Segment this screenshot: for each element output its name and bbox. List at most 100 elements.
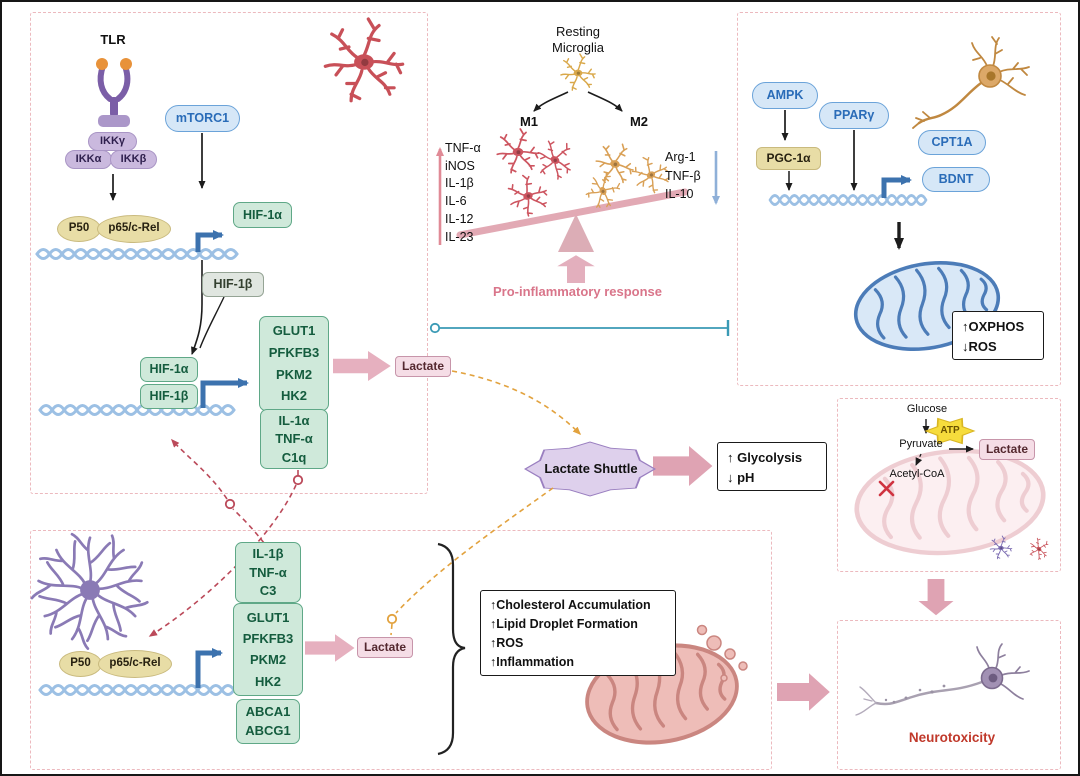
cytokine-label: TNF-α: [275, 431, 313, 447]
atp-star-icon: [924, 417, 976, 445]
gene-label: GLUT1: [246, 609, 290, 625]
effect-label: ↑Cholesterol Accumulation: [490, 598, 651, 612]
gene-label: HK2: [280, 388, 307, 404]
m1-microglia-icon: [502, 169, 554, 222]
gene-label: PFKFB3: [268, 344, 320, 360]
m2-marker: TNF-β: [665, 168, 701, 183]
glycolytic-genes-box: GLUT1 PFKFB3 PKM2 HK2: [259, 316, 329, 411]
p65-crel-oval-astrocyte: p65/c-Rel: [98, 650, 172, 678]
effect-label: ↑Inflammation: [490, 655, 575, 669]
acetyl-coa-label: Acetyl-CoA: [889, 467, 945, 480]
m1-marker: IL-23: [445, 229, 474, 244]
ampk-box: AMPK: [752, 82, 818, 109]
glycolysis-label: ↑ Glycolysis: [727, 450, 803, 465]
feedback-node: [224, 498, 236, 510]
panel-microglia-activation: [30, 12, 428, 494]
pro-inflammatory-label: Pro-inflammatory response: [492, 283, 663, 299]
reactive-microglia-icon: [323, 17, 405, 103]
transporter-label: ABCA1: [245, 703, 291, 719]
cpt1a-box: CPT1A: [918, 130, 986, 155]
hif1b-complex-box: HIF-1β: [140, 384, 198, 409]
gene-label: PFKFB3: [242, 631, 294, 647]
astrocyte-icon: [32, 534, 149, 649]
hif1a-complex-box: HIF-1α: [140, 357, 198, 382]
blocked-x-icon: [878, 480, 895, 497]
gene-label: PKM2: [275, 366, 313, 382]
neurotoxicity-label: Neurotoxicity: [908, 730, 996, 746]
m1-marker: IL-12: [445, 211, 474, 226]
p50-oval-astrocyte: P50: [59, 651, 102, 677]
m1-marker: TNF-α: [445, 141, 481, 155]
mtorc1-box: mTORC1: [165, 105, 240, 132]
hif1b-box: HIF-1β: [202, 272, 264, 297]
inhibition-line: [429, 320, 730, 336]
lactate-box-astrocyte: Lactate: [357, 637, 413, 658]
m1-label: M1: [519, 114, 539, 130]
glucose-label: Glucose: [906, 403, 948, 416]
cytokine-label: IL-1α: [278, 412, 310, 428]
neuron-icon-degenerating: [855, 643, 1030, 716]
effect-label: ↑Lipid Droplet Formation: [490, 617, 638, 631]
resting-microglia-label: Resting Microglia: [551, 24, 604, 55]
p50-oval: P50: [57, 216, 101, 242]
cytokine-label: C3: [259, 583, 277, 599]
ph-label: ↓ pH: [727, 470, 755, 485]
transporter-label: ABCG1: [245, 723, 291, 739]
panel-homeostatic-microglia: [737, 12, 1061, 386]
effect-label: ↑ROS: [490, 636, 524, 650]
glycolysis-ph-box: ↑ Glycolysis ↓ pH: [717, 442, 827, 491]
ros-label: ↓ROS: [962, 339, 997, 354]
lactate-box-metabolism: Lactate: [979, 439, 1035, 460]
feedback-node: [292, 474, 304, 486]
m2-marker-list: Arg-1 TNF-β IL-10: [665, 148, 717, 206]
astrocyte-cytokines-box: IL-1β TNF-α C3: [235, 542, 301, 603]
astrocyte-genes-box: GLUT1 PFKFB3 PKM2 HK2: [233, 603, 303, 696]
panel-neurotoxicity: [837, 620, 1061, 770]
m2-label: M2: [629, 114, 649, 130]
signal-arrows: [109, 91, 974, 466]
m2-marker: Arg-1: [665, 150, 696, 164]
pparg-box: PPARγ: [819, 102, 889, 129]
resting-microglia-icon: [560, 53, 596, 91]
lactate-node: [386, 613, 398, 625]
gene-label: PKM2: [249, 652, 287, 668]
p65-crel-oval: p65/c-Rel: [97, 215, 171, 243]
small-glia-icon: [1024, 533, 1055, 564]
pgc1a-box: PGC-1α: [756, 147, 821, 170]
mitochondria-fragment-blobs: [696, 624, 748, 682]
m1-marker-list: TNF-α iNOS IL-1β IL-6 IL-12 IL-23: [445, 140, 500, 252]
gene-label: GLUT1: [272, 323, 316, 339]
microglia-cytokines-box: IL-1α TNF-α C1q: [260, 409, 328, 469]
m1-marker: iNOS: [445, 158, 475, 173]
lactate-shuttle-label: Lactate Shuttle: [544, 461, 638, 477]
astrocyte-effects-box: ↑Cholesterol Accumulation ↑Lipid Droplet…: [480, 590, 676, 676]
oxphos-ros-box: ↑OXPHOS ↓ROS: [952, 311, 1044, 360]
cytokine-label: TNF-α: [249, 564, 287, 580]
tlr-receptor-icon: [96, 58, 132, 127]
balance-seesaw: [456, 188, 689, 252]
bdnt-box: BDNT: [922, 167, 990, 192]
tlr-label: TLR: [100, 32, 126, 48]
grouping-brace: [437, 542, 466, 756]
transcription-arrows: [195, 175, 912, 688]
m1-marker: IL-6: [445, 194, 467, 209]
m1-marker: IL-1β: [445, 176, 474, 191]
mitochondria-icon-faded: [851, 442, 1049, 562]
cytokine-label: C1q: [281, 449, 307, 465]
cytokine-label: IL-1β: [252, 546, 284, 562]
ikk-gamma-box: IKKγ: [88, 132, 137, 151]
lactate-shuttle-burst: [524, 441, 656, 497]
hif1a-box: HIF-1α: [233, 202, 292, 228]
m1-microglia-icon: [529, 132, 582, 186]
gene-label: HK2: [254, 673, 281, 689]
abc-transporters-box: ABCA1 ABCG1: [236, 699, 300, 744]
panel-metabolic-shift: [837, 398, 1061, 572]
m2-marker: IL-10: [665, 187, 694, 201]
m2-microglia-icon: [591, 138, 640, 188]
oxphos-label: ↑OXPHOS: [962, 319, 1025, 334]
neuron-icon-healthy: [912, 36, 1030, 129]
pyruvate-label: Pyruvate: [899, 437, 943, 450]
ikk-alpha-box: IKKα: [65, 150, 112, 169]
